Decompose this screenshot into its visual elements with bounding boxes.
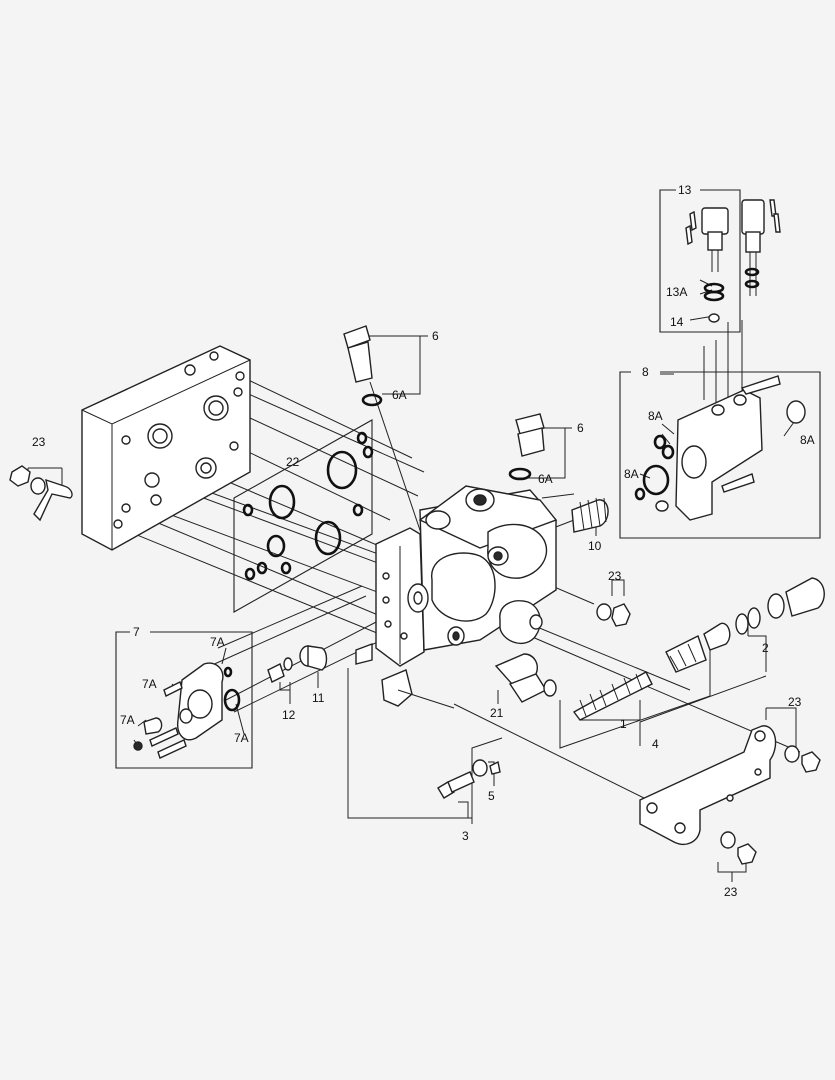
label-23-mid: 23 xyxy=(608,569,622,583)
o-ring-set-22 xyxy=(242,431,374,581)
label-5: 5 xyxy=(488,789,495,803)
valve-section-8 xyxy=(634,375,806,521)
nut-washer-23-mid xyxy=(596,603,631,627)
bolt-3 xyxy=(437,759,501,799)
label-21: 21 xyxy=(490,706,504,720)
label-6A-mid: 6A xyxy=(538,472,553,486)
label-7A-b: 7A xyxy=(142,677,157,691)
label-13: 13 xyxy=(678,183,692,197)
screw-12 xyxy=(267,657,293,683)
label-23-left: 23 xyxy=(32,435,46,449)
label-11: 11 xyxy=(312,691,325,705)
label-3: 3 xyxy=(462,829,469,843)
label-8A-a: 8A xyxy=(648,409,663,423)
adaptor-plate xyxy=(81,345,251,551)
relief-valve-6-mid xyxy=(508,413,545,481)
leader-lines xyxy=(27,279,797,882)
alignment-lines xyxy=(119,375,801,801)
label-12: 12 xyxy=(282,708,296,722)
spring-10 xyxy=(571,497,609,533)
label-23-bottom: 23 xyxy=(724,885,738,899)
label-1: 1 xyxy=(620,717,627,731)
part-labels: 1 2 3 4 5 6 6 6A 6A 7 7A 7A 7A 7A 8 8A 8… xyxy=(32,183,815,899)
label-7: 7 xyxy=(133,625,140,639)
label-2: 2 xyxy=(762,641,769,655)
callout-box-22 xyxy=(233,419,373,613)
label-13A: 13A xyxy=(666,285,687,299)
label-7A-a: 7A xyxy=(210,635,225,649)
label-8A-c: 8A xyxy=(624,467,639,481)
label-23-right: 23 xyxy=(788,695,802,709)
label-8A-b: 8A xyxy=(800,433,815,447)
solenoid-assembly-13 xyxy=(685,199,781,323)
label-7A-d: 7A xyxy=(234,731,249,745)
label-4: 4 xyxy=(652,737,659,751)
label-8: 8 xyxy=(642,365,649,379)
nut-washer-23-left xyxy=(9,465,73,522)
spool-assembly xyxy=(572,577,825,721)
plug-21 xyxy=(494,653,557,703)
plug-11 xyxy=(299,645,328,671)
callout-box-7 xyxy=(115,631,253,769)
label-14: 14 xyxy=(670,315,684,329)
label-6A-top: 6A xyxy=(392,388,407,402)
callout-box-13 xyxy=(659,189,741,333)
cover-plate-7 xyxy=(133,662,241,759)
label-22: 22 xyxy=(286,455,300,469)
valve-body xyxy=(355,485,558,709)
label-7A-c: 7A xyxy=(120,713,135,727)
label-10: 10 xyxy=(588,539,602,553)
label-6-mid: 6 xyxy=(577,421,584,435)
relief-valve-6-top xyxy=(343,325,383,407)
callout-box-8 xyxy=(619,371,821,539)
bracket-4 xyxy=(639,725,821,865)
label-6-top: 6 xyxy=(432,329,439,343)
